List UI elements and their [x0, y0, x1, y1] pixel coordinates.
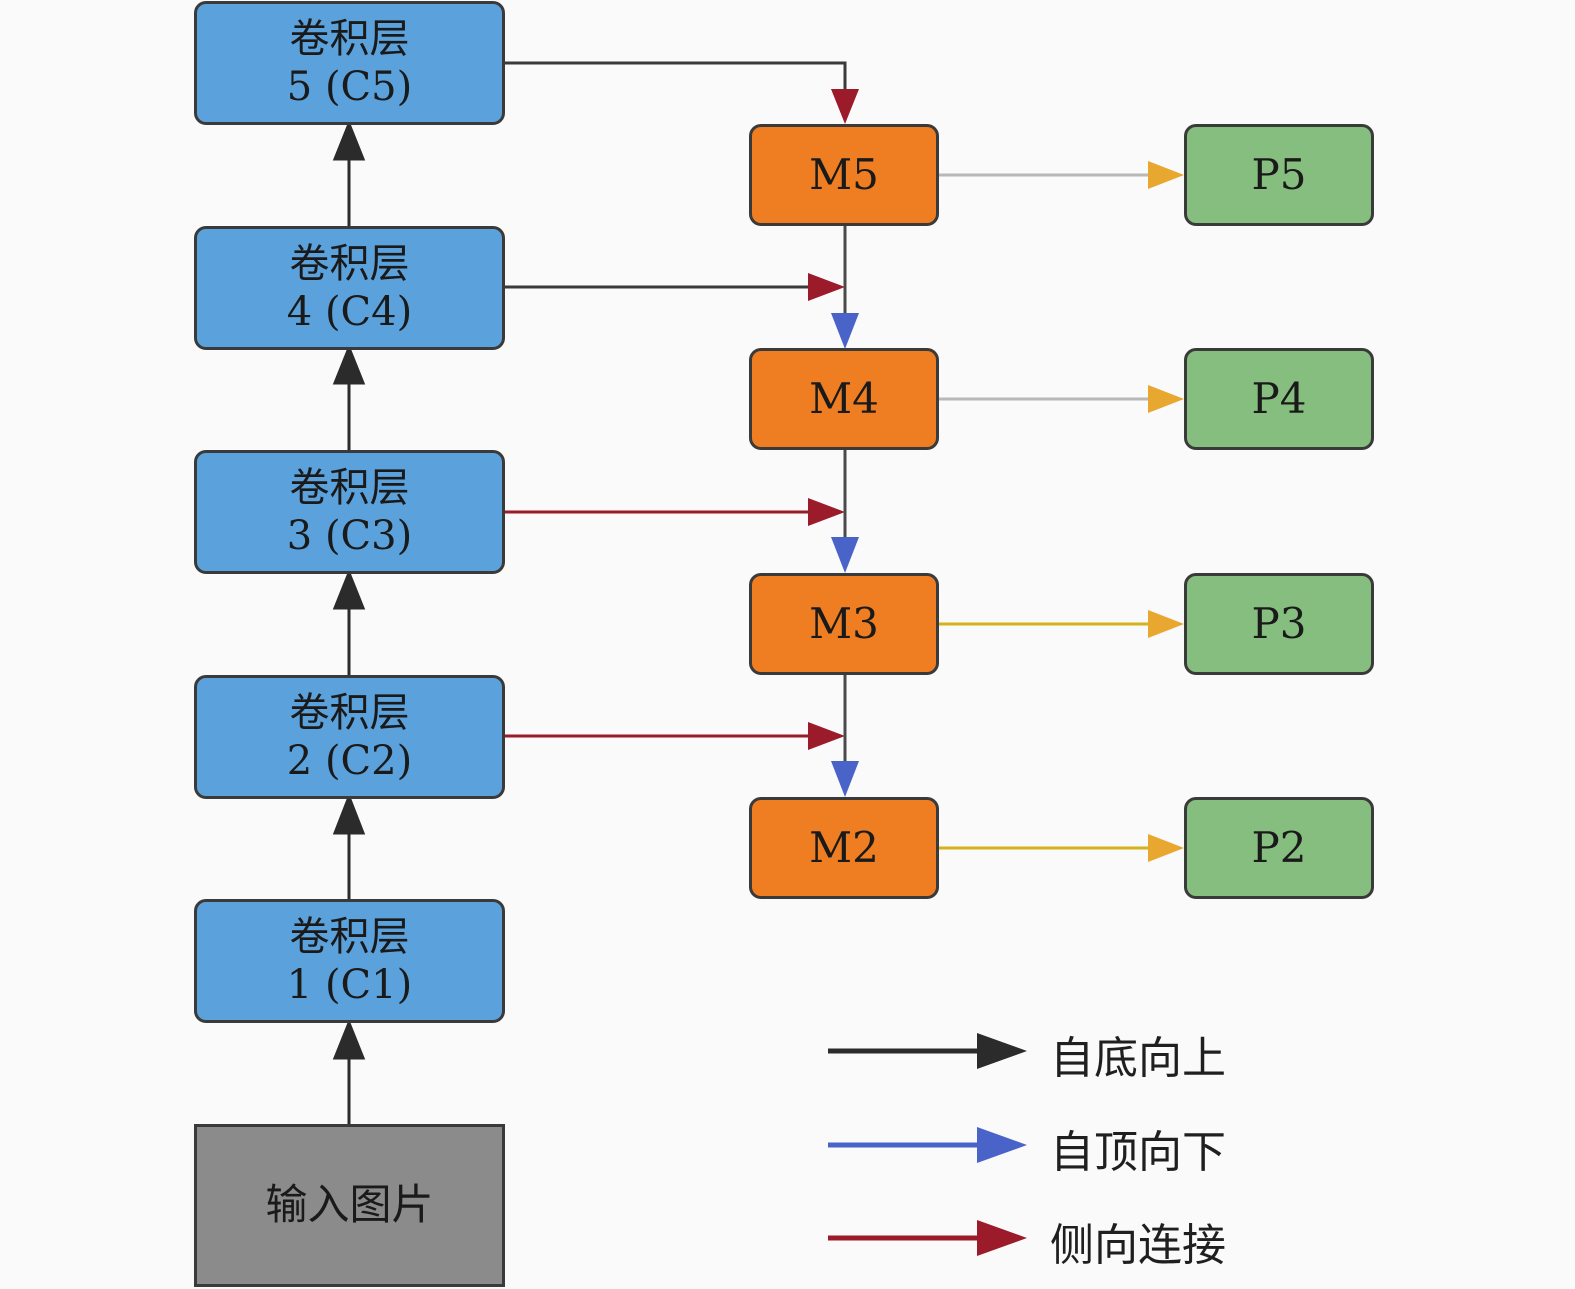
conv-layer-4-title: 卷积层 — [289, 241, 410, 287]
merge-node-m2-label: M2 — [809, 822, 879, 872]
merge-node-m3: M3 — [749, 573, 939, 675]
conv-layer-1-sub: 1 (C1) — [286, 962, 413, 1008]
conv-layer-3-sub: 3 (C3) — [286, 513, 413, 559]
merge-node-m2: M2 — [749, 797, 939, 899]
conv-layer-4-sub: 4 (C4) — [286, 289, 413, 335]
conv-layer-4: 卷积层 4 (C4) — [194, 226, 505, 350]
top-down-arrows — [831, 226, 859, 797]
conv-layer-3: 卷积层 3 (C3) — [194, 450, 505, 574]
pred-node-p5: P5 — [1184, 124, 1374, 226]
conv-layer-1: 卷积层 1 (C1) — [194, 899, 505, 1023]
output-arrows — [939, 161, 1184, 862]
pred-node-p3: P3 — [1184, 573, 1374, 675]
conv-layer-3-title: 卷积层 — [289, 465, 410, 511]
input-image-label: 输入图片 — [265, 1180, 434, 1230]
pred-node-p4: P4 — [1184, 348, 1374, 450]
bottom-up-arrows — [332, 119, 366, 1124]
conv-layer-2: 卷积层 2 (C2) — [194, 675, 505, 799]
pred-node-p3-label: P3 — [1251, 598, 1307, 648]
pred-node-p5-label: P5 — [1251, 149, 1307, 199]
legend-label-lateral: 侧向连接 — [1050, 1220, 1226, 1271]
merge-node-m5-label: M5 — [809, 149, 879, 199]
legend-arrows — [828, 1033, 1027, 1256]
merge-node-m5: M5 — [749, 124, 939, 226]
lateral-arrows — [505, 61, 859, 750]
legend-label-top-down: 自顶向下 — [1050, 1127, 1226, 1178]
conv-layer-1-title: 卷积层 — [289, 914, 410, 960]
merge-node-m4: M4 — [749, 348, 939, 450]
conv-layer-2-sub: 2 (C2) — [286, 738, 413, 784]
merge-node-m4-label: M4 — [809, 373, 879, 423]
input-image-node: 输入图片 — [194, 1124, 505, 1287]
pred-node-p2-label: P2 — [1251, 822, 1307, 872]
pred-node-p2: P2 — [1184, 797, 1374, 899]
pred-node-p4-label: P4 — [1251, 373, 1307, 423]
conv-layer-2-title: 卷积层 — [289, 690, 410, 736]
conv-layer-5: 卷积层 5 (C5) — [194, 1, 505, 125]
merge-node-m3-label: M3 — [809, 598, 879, 648]
conv-layer-5-title: 卷积层 — [289, 16, 410, 62]
legend-label-bottom-up: 自底向上 — [1050, 1033, 1226, 1084]
conv-layer-5-sub: 5 (C5) — [286, 64, 413, 110]
